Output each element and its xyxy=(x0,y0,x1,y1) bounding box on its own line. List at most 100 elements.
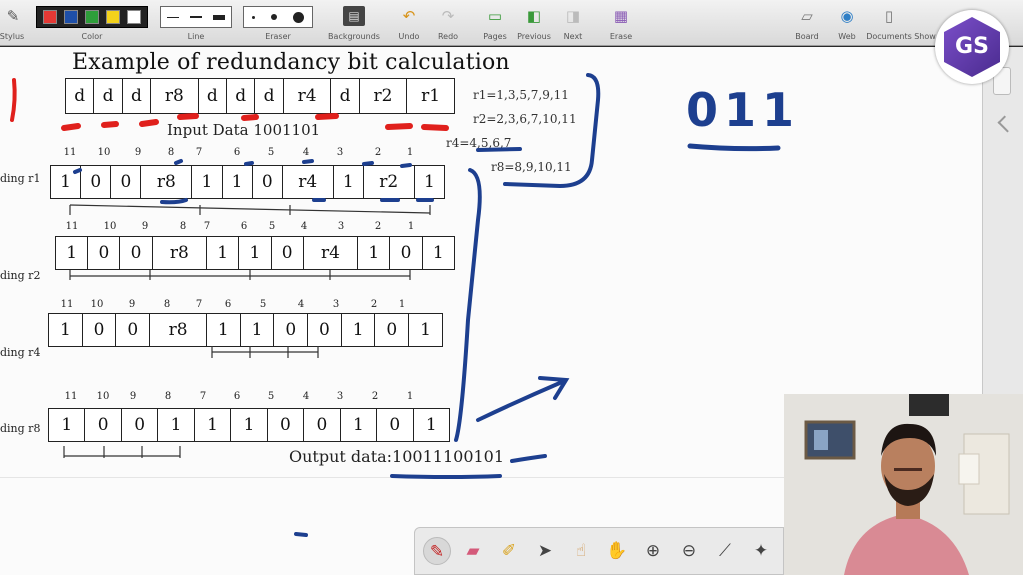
bit-cell: 1 xyxy=(421,236,456,270)
formula-r4: r4=4,5,6,7 xyxy=(446,136,512,150)
bit-cell: 1 xyxy=(221,165,253,199)
bit-cell: 1 xyxy=(357,236,391,270)
eraser-medium-option[interactable] xyxy=(271,14,277,20)
bit-position-number: 4 xyxy=(302,147,310,158)
color-red-swatch[interactable] xyxy=(43,10,58,24)
bit-position-number: 3 xyxy=(336,147,344,158)
template-cell: d xyxy=(93,78,123,114)
line-thin-option[interactable] xyxy=(166,16,179,18)
erase-icon[interactable]: ▦ xyxy=(613,7,629,25)
more-tools-icon[interactable]: ✦ xyxy=(753,541,769,561)
template-cell: d xyxy=(226,78,256,114)
undo-icon[interactable]: ↶ xyxy=(402,7,416,25)
bit-position-number: 1 xyxy=(398,299,406,310)
template-cell: d xyxy=(330,78,360,114)
zoom-in-icon[interactable]: ⊕ xyxy=(645,541,661,561)
zoom-out-icon[interactable]: ⊖ xyxy=(681,541,697,561)
web-label: Web xyxy=(838,32,856,41)
eraser-tool-icon[interactable]: ▰ xyxy=(466,541,480,561)
bit-cell: 0 xyxy=(389,236,423,270)
eraser-large-option[interactable] xyxy=(293,11,304,23)
webcam-video-feed xyxy=(784,394,1023,575)
bit-cell: r4 xyxy=(302,236,359,270)
bit-position-number: 10 xyxy=(103,221,117,232)
pointer-tool-icon[interactable]: ➤ xyxy=(537,541,553,561)
bit-cell: 1 xyxy=(412,408,451,442)
pages-icon[interactable]: ▭ xyxy=(487,7,503,25)
eraser-small-option[interactable] xyxy=(252,15,255,19)
template-cell: d xyxy=(197,78,228,114)
web-globe-icon[interactable]: ◉ xyxy=(840,7,854,25)
webcam-scene xyxy=(784,394,1023,575)
documents-icon[interactable]: ▯ xyxy=(884,7,894,25)
pen-tool-icon[interactable]: ✎ xyxy=(423,537,451,565)
eraser-size-picker[interactable] xyxy=(243,6,313,28)
tap-hand-icon[interactable]: ☝ xyxy=(575,541,587,561)
color-palette[interactable] xyxy=(36,6,148,28)
board-icon[interactable]: ▱ xyxy=(801,7,813,25)
bit-position-number: 10 xyxy=(97,147,111,158)
color-green-swatch[interactable] xyxy=(84,10,99,24)
bit-position-number: 7 xyxy=(199,391,207,402)
undo-label: Undo xyxy=(398,32,420,41)
bit-position-number: 5 xyxy=(267,391,275,402)
bit-position-number: 5 xyxy=(259,299,267,310)
bit-cell: 1 xyxy=(340,313,376,347)
stylus-label: Stylus xyxy=(0,32,25,41)
bit-cell: 0 xyxy=(303,408,341,442)
previous-label: Previous xyxy=(517,32,551,41)
bit-cell: 1 xyxy=(238,236,272,270)
bit-position-number: 10 xyxy=(96,391,110,402)
color-blue-swatch[interactable] xyxy=(64,10,79,24)
line-label: Line xyxy=(187,32,205,41)
bit-cell: 1 xyxy=(157,408,195,442)
template-cell: r4 xyxy=(282,78,332,114)
highlighter-tool-icon[interactable]: ✐ xyxy=(501,541,517,561)
bit-cell: 0 xyxy=(374,313,410,347)
drawing-toolbar: ✎ ▰ ✐ ➤ ☝ ✋ ⊕ ⊖ ⟋ ✦ xyxy=(414,527,784,575)
bit-position-number: 3 xyxy=(332,299,340,310)
redo-label: Redo xyxy=(437,32,459,41)
bit-position-number: 9 xyxy=(128,299,136,310)
redo-icon[interactable]: ↷ xyxy=(441,7,455,25)
bit-position-number: 7 xyxy=(195,299,203,310)
bit-position-number: 4 xyxy=(302,391,310,402)
pan-hand-icon[interactable]: ✋ xyxy=(606,541,628,561)
line-medium-option[interactable] xyxy=(189,16,202,18)
backgrounds-icon[interactable]: ▤ xyxy=(343,6,365,26)
template-cell: d xyxy=(254,78,284,114)
bit-position-number: 2 xyxy=(370,299,378,310)
bit-position-number: 9 xyxy=(129,391,137,402)
bit-cell: r8 xyxy=(151,236,208,270)
eyedropper-icon[interactable]: ⟋ xyxy=(719,541,731,561)
bit-cell: 0 xyxy=(81,313,117,347)
line-style-picker[interactable] xyxy=(160,6,232,28)
line-thick-option[interactable] xyxy=(213,14,226,20)
bit-position-number: 6 xyxy=(233,147,241,158)
bit-cell: r4 xyxy=(281,165,334,199)
previous-icon[interactable]: ◧ xyxy=(526,7,542,25)
bit-position-number: 6 xyxy=(233,391,241,402)
color-yellow-swatch[interactable] xyxy=(105,10,120,24)
output-data-label: Output data:10011100101 xyxy=(289,447,505,466)
template-cell: d xyxy=(64,78,95,114)
color-white-swatch[interactable] xyxy=(126,10,141,24)
stylus-icon[interactable]: ✎ xyxy=(6,7,20,25)
eraser-label: Eraser xyxy=(265,32,291,41)
bit-position-number: 3 xyxy=(337,221,345,232)
bit-cell: 0 xyxy=(119,236,153,270)
bit-position-number: 8 xyxy=(164,391,172,402)
row-label: ding r2 xyxy=(0,269,41,282)
bit-position-number: 1 xyxy=(407,221,415,232)
next-icon[interactable]: ◨ xyxy=(565,7,581,25)
bit-cell: 1 xyxy=(230,408,268,442)
